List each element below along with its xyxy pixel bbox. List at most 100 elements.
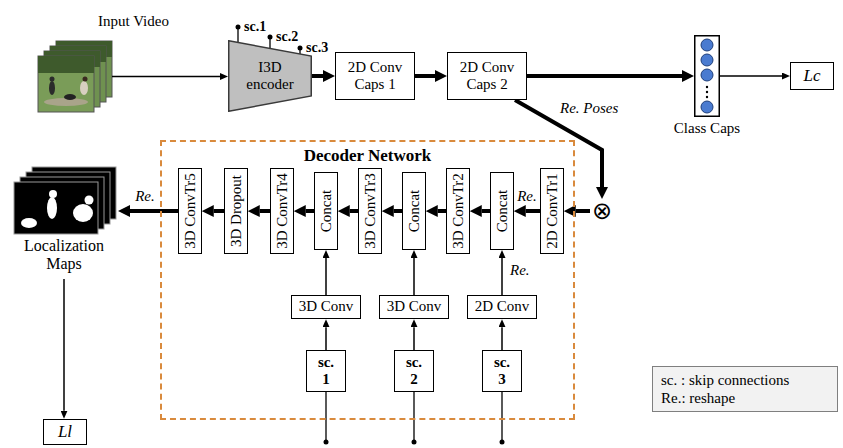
multiply-symbol: ⊗ [590,199,614,223]
region-heading: Decoder Network [162,146,573,166]
frame-dog [64,94,76,100]
frame-person [80,81,88,95]
connector-arrow [112,76,220,78]
mask-frames [14,167,116,234]
frame-person [83,77,88,82]
layer-box: 3D ConvTr2 [446,168,470,255]
process-box: 2D Conv Caps 2 [447,52,527,100]
connector-arrow [576,209,590,213]
connector-arrow [527,74,682,78]
legend-box: sc. : skip connectionsRe.: reshape [652,366,838,412]
skip-box: sc. 1 [306,350,346,392]
mask-blob [21,218,37,228]
capsule-circle [701,101,713,113]
ellipsis-dot [706,86,708,88]
node-label: 3D Conv [387,298,442,315]
node-label: 2D Conv Caps 1 [342,59,409,94]
conv-box: 3D Conv [291,295,361,319]
conv-box: 2D Conv [467,295,537,319]
loss-box: Ll [43,419,87,446]
skip-dot [412,440,417,445]
node-label: 3D ConvTr3 [362,173,379,249]
skip-box: sc. 2 [394,350,434,392]
mask-frame [32,167,116,219]
input-video: Input Video [38,41,112,112]
pin-dot [236,25,241,30]
skip-dot [500,440,505,445]
frame-person [49,81,55,95]
node-label: Concat [406,190,423,233]
pin-dot [298,46,303,51]
connector-arrow [325,327,327,350]
video-frame [50,46,106,102]
pin-line [237,27,238,42]
skip-tap-label: sc.2 [276,29,298,45]
edge-label: Re. Poses [558,100,620,117]
pin-line [269,37,270,48]
localization-maps: Localization Maps [10,165,118,279]
mask-blob [47,197,57,219]
connector-arrow [720,75,782,77]
node-label: Concat [494,190,511,233]
mask-blob [85,196,94,205]
node-label: 2D Conv [475,298,530,315]
node-label: Input Video [98,13,169,30]
node-label: Concat [318,190,335,233]
connector-arrow [438,209,447,213]
node-label: 3D Dropout [228,175,245,247]
node-label: ⊗ [592,199,612,223]
layer-box: 3D Dropout [224,168,248,254]
skip-line [413,389,414,442]
edge-label: Re. [515,188,539,205]
loss-box: Lc [790,62,834,90]
connector-arrow [306,209,315,213]
node-label: I3D encoder [240,59,300,94]
capsule-column: Class Caps [694,35,720,117]
trapezoid-shape [229,41,312,112]
frame-trees [56,41,112,57]
video-frame [38,56,94,112]
layer-box: 3D ConvTr3 [358,168,382,255]
layer-box: 2D ConvTr1 [540,168,564,255]
concat-box: Concat [402,172,426,250]
connector-arrow [350,209,359,213]
decoder-region: Decoder Network 3D ConvTr5 3D Dropout 3D Co… [160,140,575,420]
edge-label: Re. [133,188,157,205]
connector-arrow [63,279,65,411]
connector-arrow [312,74,323,78]
layer-box: 3D ConvTr5 [178,168,202,255]
encoder-trapezoid: I3D encoder [228,40,312,112]
video-frames [38,41,112,112]
connector-arrow [394,209,403,213]
edge-label: Re. [508,262,532,279]
node-label: 3D ConvTr4 [274,173,291,249]
concat-box: Concat [490,172,514,250]
skip-line [501,389,502,442]
frame-trees [44,51,100,67]
connector-arrow [325,258,327,295]
skip-tap-label: sc.1 [244,19,266,35]
node-label: sc. 3 [489,354,516,389]
connector-arrow [413,327,415,350]
concat-box: Concat [314,172,338,250]
node-label: 3D Conv [299,298,354,315]
node-label: sc. 2 [401,354,428,389]
node-label: Class Caps [674,120,740,137]
conv-box: 3D Conv [379,295,449,319]
skip-line [325,389,326,442]
connector-arrow [501,327,503,350]
connector-arrow [482,209,491,213]
mask-frame [26,172,110,224]
node-label: 2D Conv Caps 2 [454,59,521,94]
node-label: Ll [58,422,72,442]
connector-arrow [501,258,503,295]
node-label: sc. 1 [313,354,340,389]
capsule-circle [701,39,713,51]
pin-dot [268,35,273,40]
legend-row: sc. : skip connections [661,371,829,389]
mask-blob [49,190,57,198]
node-label: 3D ConvTr5 [182,173,199,249]
legend-text: sc. : skip connections [661,372,789,388]
process-box: 2D Conv Caps 1 [335,52,415,100]
frame-trees [38,56,94,73]
